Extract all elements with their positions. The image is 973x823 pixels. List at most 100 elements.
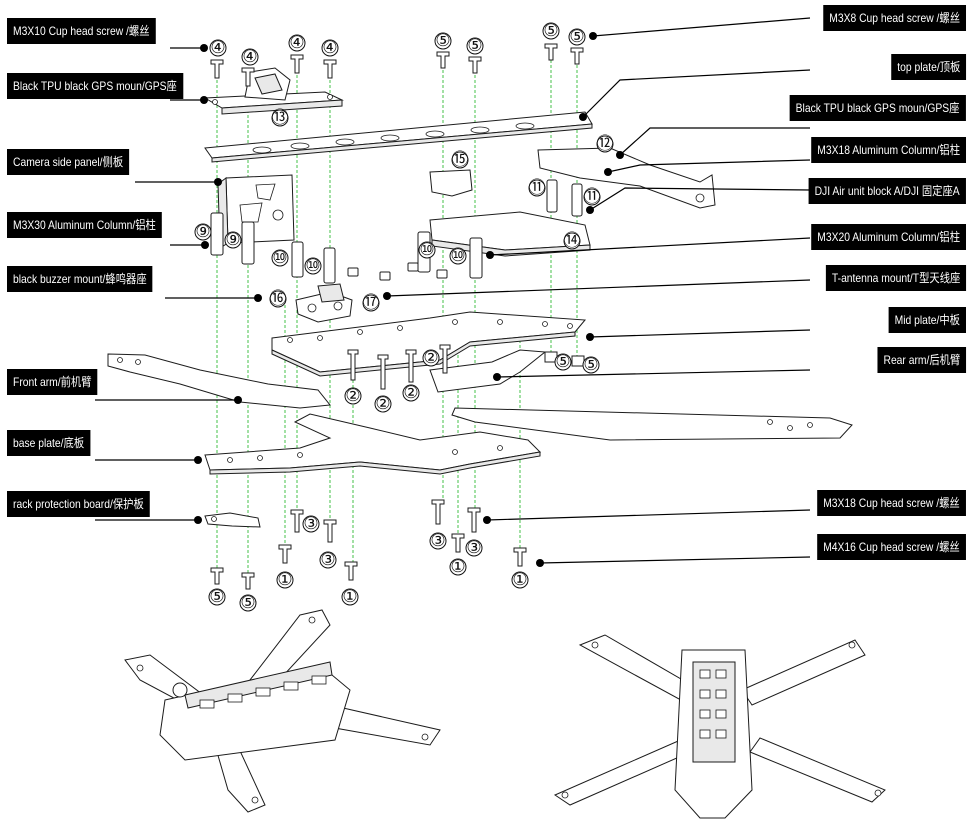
- svg-text:⑩: ⑩: [305, 256, 320, 276]
- part-number-1: ①: [449, 557, 467, 577]
- front-arm: [107, 353, 331, 409]
- part-number-2: ②: [374, 394, 392, 414]
- label-m3x10-cup-screw: M3X10 Cup head screw /螺丝: [7, 18, 156, 44]
- m3x30-aluminum-columns: [210, 212, 255, 265]
- part-number-2: ②: [422, 348, 440, 368]
- part-number-14: ⑭: [563, 231, 581, 251]
- svg-text:①: ①: [450, 557, 465, 577]
- part-number-4: ④: [241, 47, 259, 67]
- label-top-plate: top plate/顶板: [890, 54, 966, 80]
- svg-text:④: ④: [242, 47, 257, 67]
- svg-text:⑪: ⑪: [529, 178, 546, 198]
- part-number-5: ⑤: [542, 21, 560, 41]
- gps-mount-right: [537, 147, 716, 217]
- part-number-13: ⑬: [271, 108, 289, 128]
- rear-arm: [429, 349, 853, 441]
- top-plate: [204, 111, 593, 163]
- part-number-1: ①: [276, 570, 294, 590]
- part-number-5: ⑤: [208, 587, 226, 607]
- svg-text:③: ③: [430, 531, 445, 551]
- svg-text:④: ④: [322, 38, 337, 58]
- label-m4x16-cup-screw: M4X16 Cup head screw /螺丝: [817, 534, 966, 560]
- label-rack-protection-board: rack protection board/保护板: [7, 491, 150, 517]
- part-number-1: ①: [511, 570, 529, 590]
- svg-text:⑤: ⑤: [240, 593, 255, 613]
- assembled-view-top: [553, 634, 886, 819]
- svg-text:①: ①: [512, 570, 527, 590]
- part-number-12: ⑫: [596, 134, 614, 154]
- part-number-11: ⑪: [528, 178, 546, 198]
- rack-protection-board: [204, 512, 261, 528]
- part-number-3: ③: [302, 514, 320, 534]
- top-screws: [210, 43, 584, 87]
- gps-mount-left: [203, 67, 344, 115]
- part-number-9: ⑨: [224, 230, 242, 250]
- part-number-10: ⑩: [304, 256, 322, 276]
- buzzer-and-antenna-mounts: [295, 283, 353, 323]
- svg-text:⑫: ⑫: [597, 134, 614, 154]
- svg-text:⑭: ⑭: [564, 231, 581, 251]
- label-gps-mount-right: Black TPU black GPS moun/GPS座: [790, 95, 966, 121]
- svg-text:⑮: ⑮: [452, 150, 469, 170]
- part-number-5: ⑤: [239, 593, 257, 613]
- svg-text:⑬: ⑬: [272, 108, 289, 128]
- base-plate: [204, 413, 542, 475]
- svg-text:③: ③: [303, 514, 318, 534]
- part-number-5: ⑤: [434, 31, 452, 51]
- svg-text:⑤: ⑤: [583, 355, 598, 375]
- svg-text:②: ②: [345, 386, 360, 406]
- mid-plate: [271, 311, 587, 377]
- part-number-3: ③: [429, 531, 447, 551]
- part-number-17: ⑰: [362, 293, 380, 313]
- svg-text:④: ④: [210, 38, 225, 58]
- label-t-antenna-mount: T-antenna mount/T型天线座: [825, 265, 966, 291]
- svg-text:⑤: ⑤: [209, 587, 224, 607]
- part-number-5: ⑤: [568, 27, 586, 47]
- svg-text:②: ②: [375, 394, 390, 414]
- part-number-9: ⑨: [194, 222, 212, 242]
- svg-text:⑩: ⑩: [272, 248, 287, 268]
- label-front-arm: Front arm/前机臂: [7, 369, 98, 395]
- label-gps-mount-left: Black TPU black GPS moun/GPS座: [7, 73, 183, 99]
- part-number-5: ⑤: [582, 355, 600, 375]
- svg-text:⑤: ⑤: [569, 27, 584, 47]
- part-number-5: ⑤: [466, 36, 484, 56]
- part-number-markers: ④ ④ ④ ④ ⑤ ⑤ ⑤ ⑤ ⑬ ⑮ ⑫ ⑪ ⑪ ⑭ ⑨ ⑨ ⑩ ⑩ ⑩ ⑩ …: [194, 21, 614, 613]
- label-buzzer-mount: black buzzer mount/蜂鸣器座: [7, 266, 153, 292]
- part-number-11: ⑪: [583, 187, 601, 207]
- svg-text:④: ④: [289, 33, 304, 53]
- label-rear-arm: Rear arm/后机臂: [877, 347, 966, 373]
- svg-text:⑩: ⑩: [419, 240, 434, 260]
- part-number-3: ③: [319, 550, 337, 570]
- svg-text:⑰: ⑰: [363, 293, 380, 313]
- part-number-5: ⑤: [554, 352, 572, 372]
- m3x18-columns-front: [291, 241, 336, 284]
- svg-text:⑤: ⑤: [435, 31, 450, 51]
- part-number-1: ①: [341, 587, 359, 607]
- label-base-plate: base plate/底板: [7, 430, 91, 456]
- part-number-2: ②: [344, 386, 362, 406]
- svg-text:⑩: ⑩: [450, 246, 465, 266]
- svg-text:⑪: ⑪: [584, 187, 601, 207]
- svg-text:③: ③: [466, 538, 481, 558]
- label-m3x20-aluminum-column: M3X20 Aluminum Column/铝柱: [811, 224, 966, 250]
- svg-text:①: ①: [342, 587, 357, 607]
- nuts: [347, 262, 448, 281]
- part-number-10: ⑩: [449, 246, 467, 266]
- svg-text:⑤: ⑤: [467, 36, 482, 56]
- label-m3x18-cup-screw: M3X18 Cup head screw /螺丝: [817, 490, 966, 516]
- svg-text:⑨: ⑨: [225, 230, 240, 250]
- label-camera-side-panel: Camera side panel/侧板: [7, 149, 130, 175]
- part-number-3: ③: [465, 538, 483, 558]
- label-mid-plate: Mid plate/中板: [888, 307, 966, 333]
- svg-text:①: ①: [277, 570, 292, 590]
- part-number-10: ⑩: [271, 248, 289, 268]
- svg-text:③: ③: [320, 550, 335, 570]
- svg-text:⑨: ⑨: [195, 222, 210, 242]
- svg-text:②: ②: [403, 383, 418, 403]
- part-number-4: ④: [321, 38, 339, 58]
- part-number-16: ⑯: [269, 289, 287, 309]
- label-m3x8-cup-screw: M3X8 Cup head screw /螺丝: [823, 5, 966, 31]
- part-number-4: ④: [209, 38, 227, 58]
